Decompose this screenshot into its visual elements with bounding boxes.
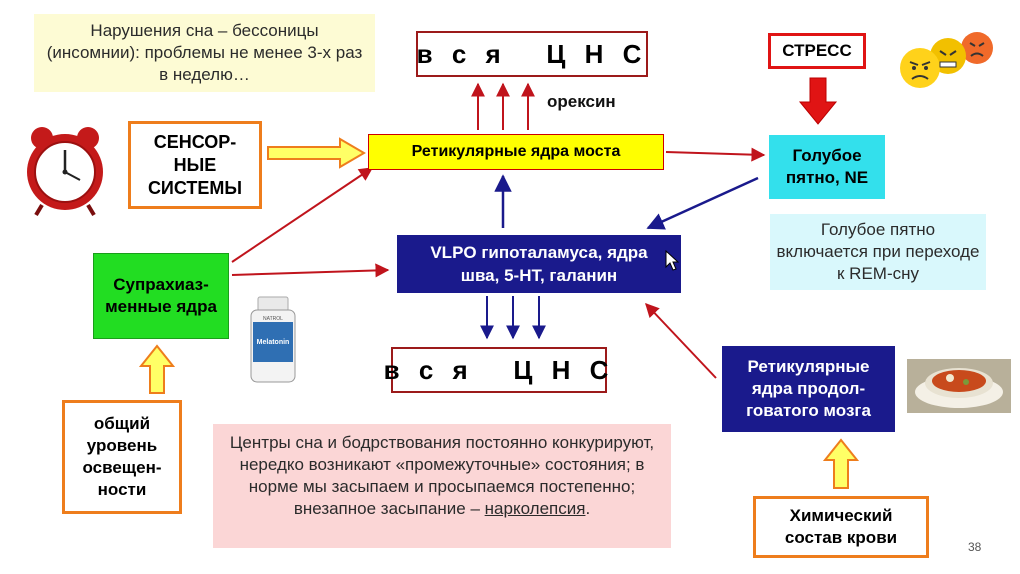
cns-bottom-box: в с я Ц Н С <box>384 347 608 393</box>
locus-coeruleus-box: Голубое пятно, NE <box>769 135 885 199</box>
locus-coeruleus-label: Голубое пятно, NE <box>785 146 869 187</box>
vlpo-box: VLPO гипоталамуса, ядра шва, 5-HT, галан… <box>397 235 681 293</box>
soup-bowl-image <box>907 359 1011 413</box>
sensory-systems-label: СЕНСОР-НЫЕ СИСТЕМЫ <box>147 131 243 198</box>
insomnia-note: Нарушения сна – бессоницы (инсомнии): пр… <box>34 14 375 92</box>
competition-note: Центры сна и бодрствования постоянно кон… <box>213 424 671 548</box>
arrow-scn-vlpo <box>231 263 390 278</box>
suprachiasmatic-label: Супрахиаз-менные ядра <box>105 275 217 316</box>
competition-end: . <box>585 499 591 518</box>
cns-top-label: в с я Ц Н С <box>416 38 648 69</box>
bottle-brand-text: NATROL <box>263 316 283 322</box>
stress-label: СТРЕСС <box>782 41 852 60</box>
blood-chemistry-label: Химический состав крови <box>784 506 898 547</box>
vlpo-label: VLPO гипоталамуса, ядра шва, 5-HT, галан… <box>430 243 648 285</box>
arrow-scn-pons <box>231 167 374 263</box>
competition-text: Центры сна и бодрствования постоянно кон… <box>229 433 655 518</box>
orexin-label: орексин <box>547 92 616 111</box>
reticular-medulla-label: Ретикулярные ядра продол-говатого мозга <box>746 357 871 420</box>
cns-bottom-label: в с я Ц Н С <box>383 354 615 385</box>
block-arrow-sensor <box>267 137 366 169</box>
stress-box: СТРЕСС <box>768 33 866 69</box>
insomnia-text: Нарушения сна – бессоницы (инсомнии): пр… <box>46 21 363 84</box>
locus-rem-text: Голубое пятно включается при переходе к … <box>776 220 980 283</box>
illumination-box: общий уровень освещен-ности <box>62 400 182 514</box>
suprachiasmatic-box: Супрахиаз-менные ядра <box>93 253 229 339</box>
blood-chemistry-box: Химический состав крови <box>753 496 929 558</box>
block-arrow-blood <box>822 438 860 489</box>
arrow-medulla-vlpo <box>645 302 717 379</box>
reticular-pons-label: Ретикулярные ядра моста <box>411 143 621 160</box>
block-arrow-stress <box>798 77 838 125</box>
angry-faces-icon <box>900 32 993 88</box>
reticular-medulla-box: Ретикулярные ядра продол-говатого мозга <box>722 346 895 432</box>
narcolepsy-link: нарколепсия <box>484 499 586 518</box>
bottle-label-text: Melatonin <box>257 339 290 346</box>
block-arrow-light <box>138 344 176 394</box>
arrow-pons-locus <box>665 147 766 162</box>
mouse-cursor-icon <box>665 250 679 271</box>
melatonin-bottle-image: NATROL Melatonin <box>250 296 296 383</box>
locus-rem-note: Голубое пятно включается при переходе к … <box>770 214 986 290</box>
cns-top-box: в с я Ц Н С <box>416 31 648 77</box>
reticular-pons-box: Ретикулярные ядра моста <box>368 134 664 170</box>
illumination-label: общий уровень освещен-ности <box>82 414 162 499</box>
sensory-systems-box: СЕНСОР-НЫЕ СИСТЕМЫ <box>128 121 262 209</box>
arrow-locus-vlpo <box>646 176 759 230</box>
page-number: 38 <box>968 540 982 554</box>
alarm-clock-icon <box>27 127 103 217</box>
